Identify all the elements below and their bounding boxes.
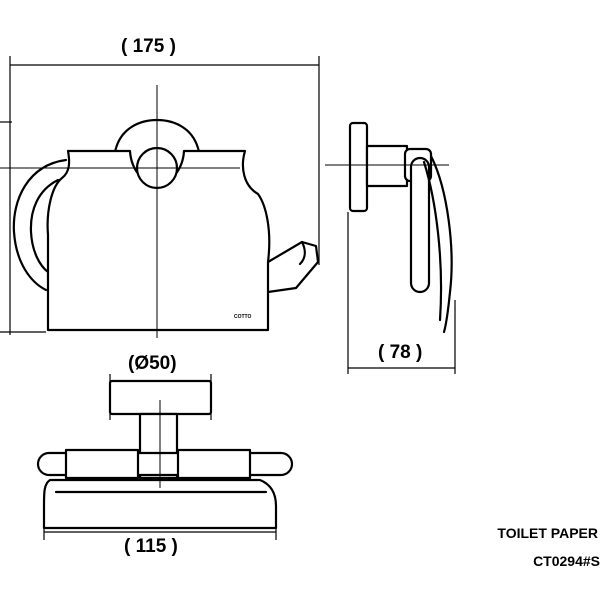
product-code: CT0294#S	[533, 553, 600, 569]
product-name: TOILET PAPER	[497, 525, 598, 541]
swing-arm-tip	[298, 240, 306, 266]
front-view: COTTO ( 175 )	[0, 36, 320, 338]
cover-logo: COTTO	[234, 314, 252, 320]
roll-inner-arc	[29, 178, 60, 274]
top-sleeve-left	[64, 448, 140, 480]
side-bar	[409, 156, 431, 294]
swing-arm	[266, 240, 320, 294]
base-dimension-label: ( 115 )	[124, 536, 178, 557]
side-cover-curve-inner	[422, 160, 443, 322]
roll-outer-arc	[12, 158, 68, 292]
diameter-dimension-label: (Ø50)	[128, 353, 177, 374]
side-wall-plate	[348, 121, 369, 213]
depth-dimension-label: ( 78 )	[378, 342, 422, 363]
side-post	[365, 144, 409, 188]
top-view: (Ø50) ( 115 )	[36, 353, 294, 557]
top-sleeve-right	[176, 448, 252, 480]
width-dimension-label: ( 175 )	[121, 36, 176, 57]
side-view: ( 78 )	[325, 121, 456, 374]
side-cover-curve	[429, 154, 453, 334]
